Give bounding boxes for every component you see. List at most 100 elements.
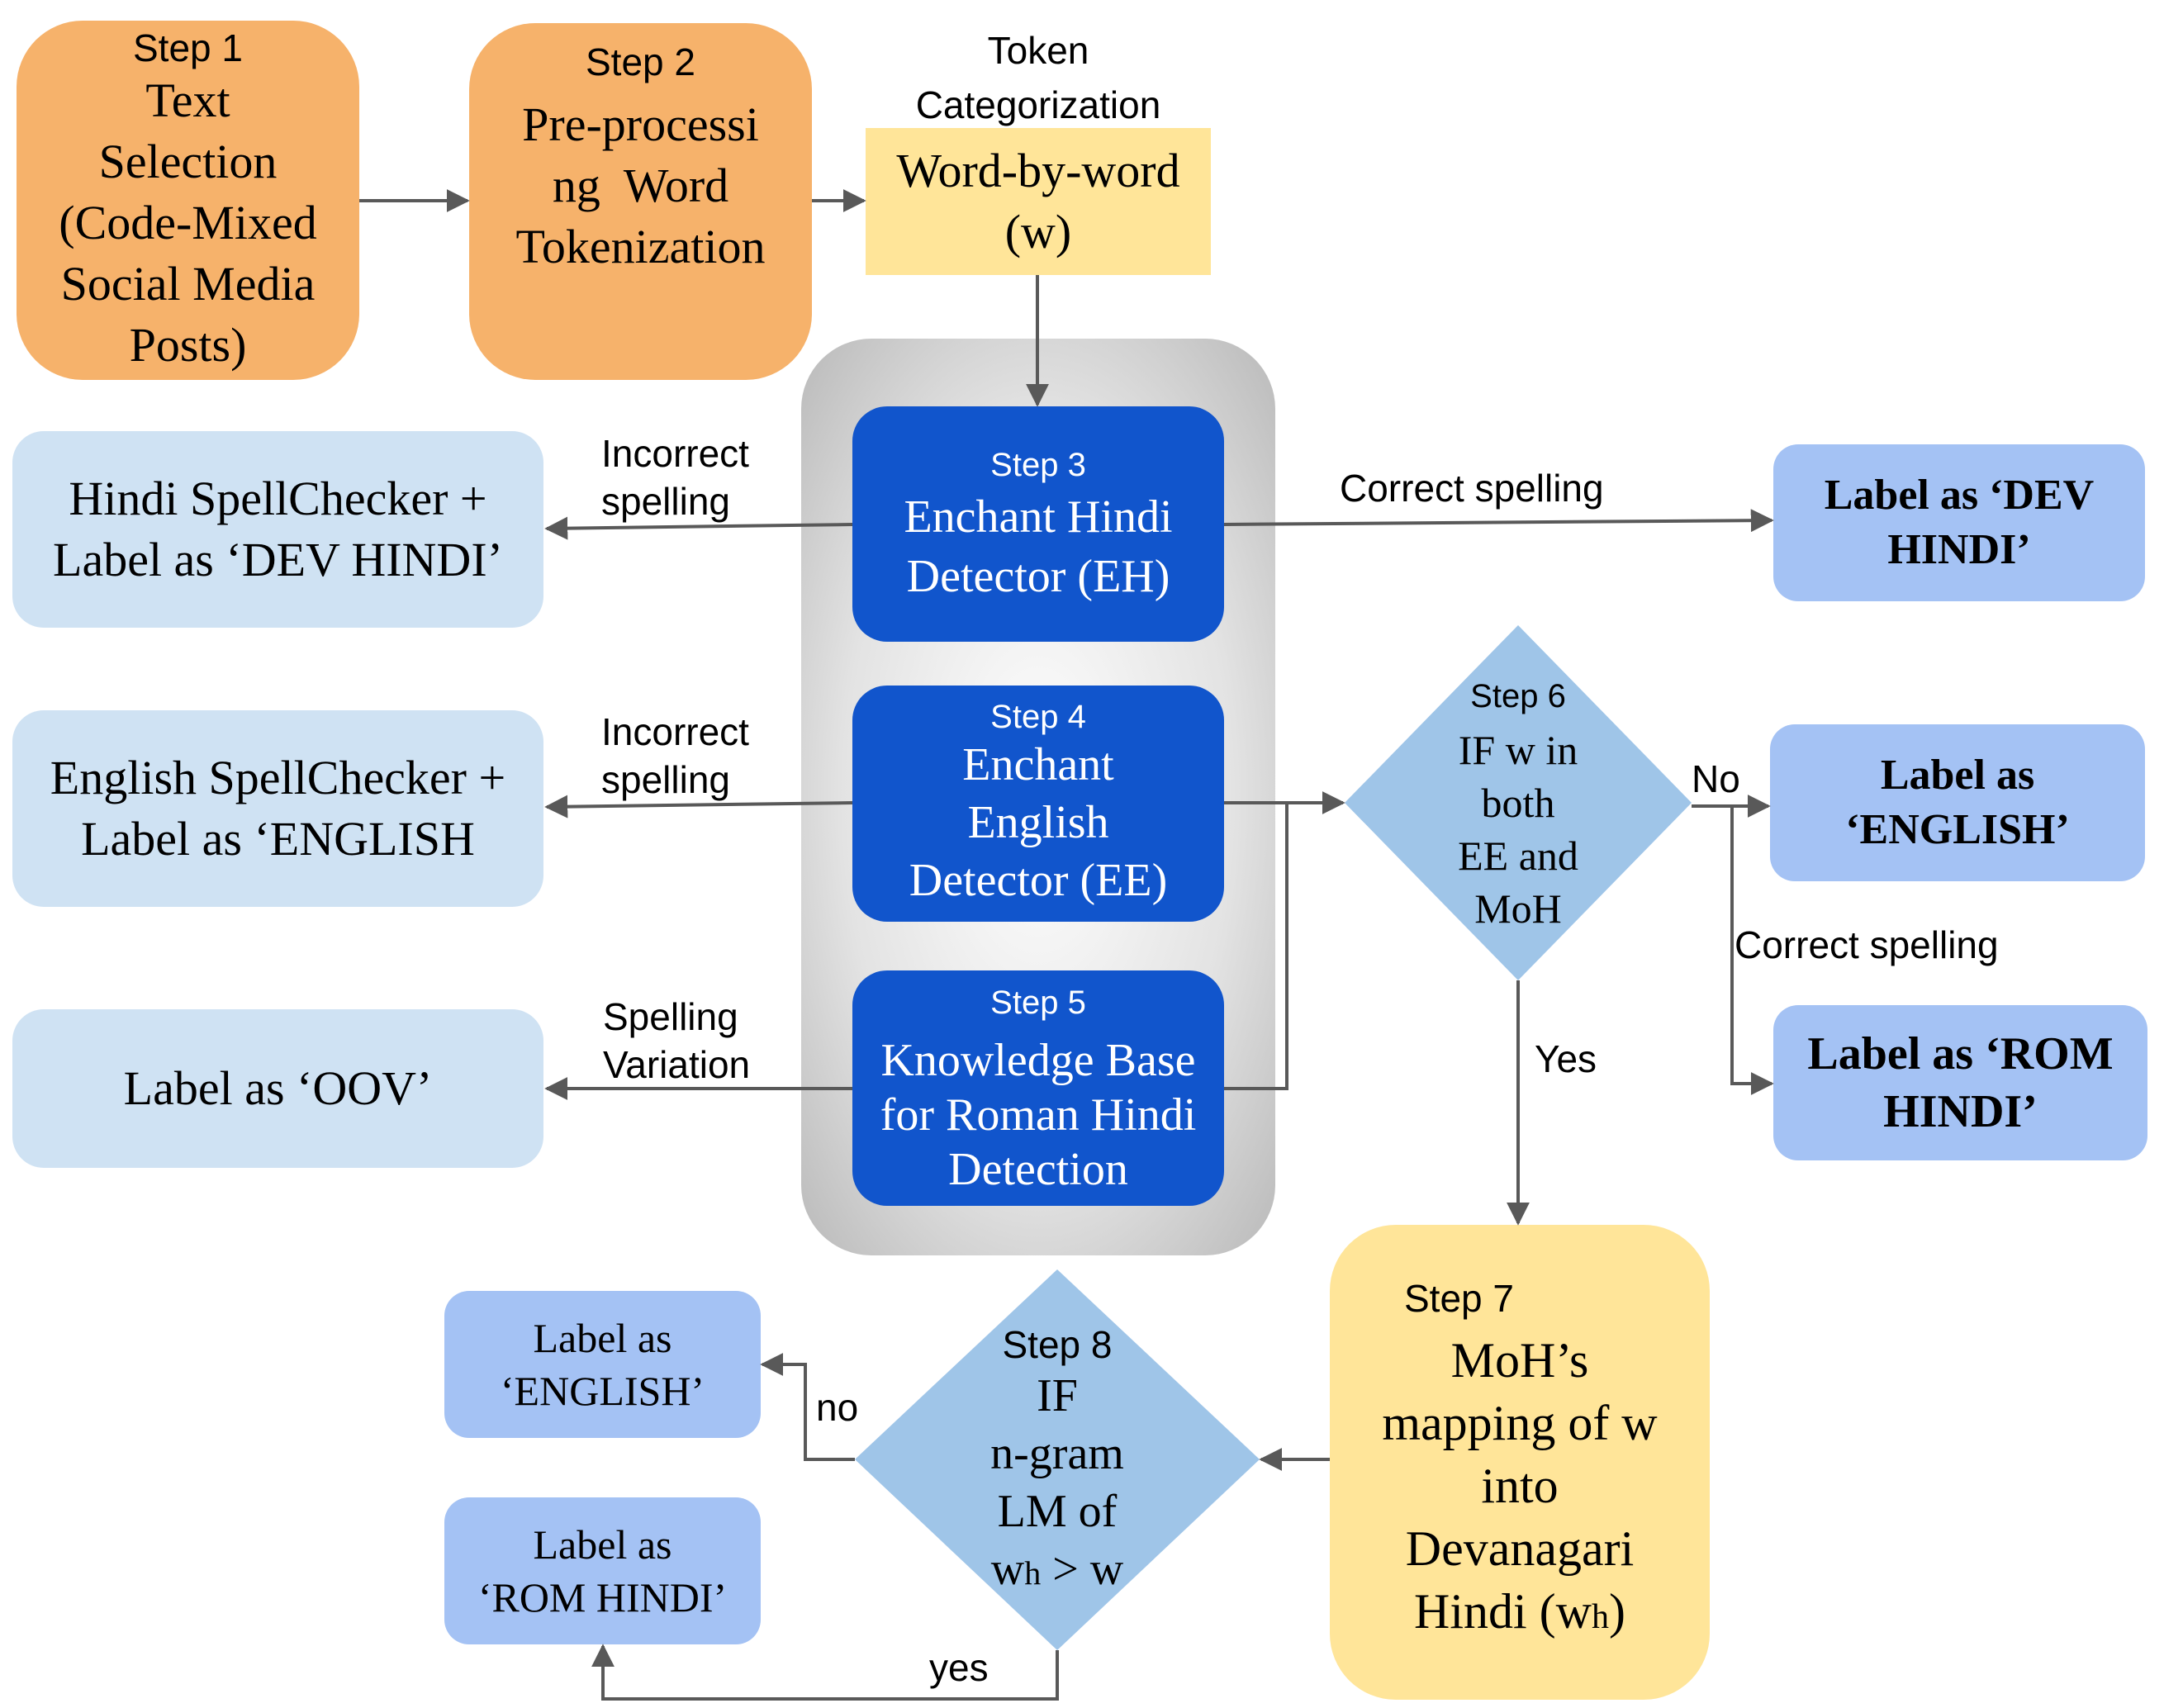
step8-last-suffix: > w <box>1041 1543 1124 1595</box>
step5-tag: Step 5 <box>990 984 1086 1021</box>
arrow-step8-to-bottom-english <box>760 1353 855 1461</box>
step7-subscript: h <box>1592 1598 1609 1636</box>
edge-label-yes-upper: Yes <box>1535 1037 1597 1080</box>
step5-knowledge-base: Step 5 Knowledge Base for Roman Hindi De… <box>852 970 1224 1206</box>
edge-label-line: spelling <box>601 480 730 523</box>
step7-line: Devanagari <box>1405 1521 1635 1576</box>
step7-tag: Step 7 <box>1404 1277 1514 1320</box>
step5-line: for Roman Hindi <box>880 1089 1197 1141</box>
step3-enchant-hindi-detector: Step 3 Enchant Hindi Detector (EH) <box>852 406 1224 642</box>
dev-hindi-line: HINDI’ <box>1887 526 2031 573</box>
step5-line: Knowledge Base <box>880 1034 1196 1086</box>
word-by-word-box: Word-by-word (w) <box>866 128 1211 275</box>
step7-last-suffix: ) <box>1609 1584 1625 1639</box>
step2-tag: Step 2 <box>586 40 695 83</box>
arrow-step8-to-bottom-rom <box>591 1644 1059 1701</box>
edge-label-spelling-variation: Spelling Variation <box>603 993 750 1089</box>
rom-hindi-label-box: Label as ‘ROM HINDI’ <box>1773 1005 2147 1160</box>
edge-label-yes-lower: yes <box>929 1646 989 1689</box>
step8-line: LM of <box>997 1485 1118 1537</box>
english-label-line: Label as <box>1880 752 2035 799</box>
dev-hindi-label-box: Label as ‘DEV HINDI’ <box>1773 444 2145 601</box>
step7-moh-mapping: Step 7 MoH’s mapping of w into Devanagar… <box>1330 1225 1710 1700</box>
step7-last-line: Hindi (wh) <box>1414 1580 1625 1649</box>
step8-subscript: h <box>1024 1554 1042 1592</box>
arrow-step3-to-hindi-spell <box>544 516 853 540</box>
step6-line: IF w in <box>1458 727 1578 773</box>
step1-line: Selection <box>98 134 278 188</box>
step6-line: both <box>1481 780 1555 826</box>
english-spell-line: Label as ‘ENGLISH <box>81 812 475 866</box>
english-spellchecker-box: English SpellChecker + Label as ‘ENGLISH <box>12 710 543 907</box>
step1-line: Text <box>145 73 230 127</box>
hindi-spellchecker-box: Hindi SpellChecker + Label as ‘DEV HINDI… <box>12 431 543 628</box>
bottom-rom-line: ‘ROM HINDI’ <box>477 1574 728 1620</box>
step8-last-line: wh > w <box>991 1540 1123 1602</box>
oov-line: Label as ‘OOV’ <box>123 1061 433 1115</box>
step4-tag: Step 4 <box>990 699 1086 735</box>
edge-label-correct-spelling-2: Correct spelling <box>1735 923 1999 966</box>
step6-line: MoH <box>1474 885 1562 932</box>
step6-text: Step 6 IF w in both EE and MoH <box>1394 673 1642 937</box>
bottom-english-label-box: Label as ‘ENGLISH’ <box>444 1291 761 1438</box>
dev-hindi-line: Label as ‘DEV <box>1824 472 2095 519</box>
connector-step5-to-step6 <box>1224 803 1288 1090</box>
english-label-box: Label as ‘ENGLISH’ <box>1770 724 2145 881</box>
step8-decision-diamond <box>855 1269 1260 1650</box>
step1-text-selection: Step 1 Text Selection (Code-Mixed Social… <box>17 21 359 380</box>
step3-line: Detector (EH) <box>906 550 1170 602</box>
token-caption-line: Token <box>987 29 1089 72</box>
step3-tag: Step 3 <box>990 446 1086 483</box>
step1-line: (Code-Mixed <box>59 195 317 249</box>
arrow-step4-to-english-spell <box>544 795 853 818</box>
step7-line: mapping of w <box>1382 1396 1658 1450</box>
step8-tag: Step 8 <box>1002 1322 1113 1366</box>
bottom-english-line: Label as <box>533 1315 672 1361</box>
rom-hindi-line: HINDI’ <box>1883 1086 2038 1137</box>
step7-line: into <box>1481 1459 1559 1513</box>
step2-line: ng Word <box>552 159 729 212</box>
step6-tag: Step 6 <box>1470 678 1566 714</box>
bottom-rom-line: Label as <box>533 1521 672 1568</box>
step7-line: MoH’s <box>1450 1333 1589 1388</box>
edge-label-line: Variation <box>603 1043 751 1086</box>
step4-line: Detector (EE) <box>909 855 1168 906</box>
step8-line: IF <box>1037 1369 1078 1421</box>
bottom-rom-hindi-label-box: Label as ‘ROM HINDI’ <box>444 1497 761 1644</box>
hindi-spell-line: Hindi SpellChecker + <box>69 472 487 525</box>
step2-line: Pre-processi <box>522 97 759 151</box>
step2-preprocessing: Step 2 Pre-processi ng Word Tokenization <box>469 23 812 380</box>
hindi-spell-line: Label as ‘DEV HINDI’ <box>53 533 503 586</box>
oov-label-box: Label as ‘OOV’ <box>12 1009 543 1168</box>
step4-line: English <box>967 797 1109 848</box>
step6-decision-diamond <box>1345 625 1692 980</box>
step8-last-prefix: w <box>990 1543 1025 1595</box>
token-caption-line: Categorization <box>915 83 1161 126</box>
edge-label-incorrect-spelling-2: Incorrect spelling <box>601 708 749 804</box>
english-label-line: ‘ENGLISH’ <box>1845 806 2070 853</box>
step4-enchant-english-detector: Step 4 Enchant English Detector (EE) <box>852 686 1224 922</box>
edge-label-line: Spelling <box>603 995 738 1038</box>
arrow-step6-to-rom-hindi <box>1730 806 1774 1095</box>
edge-label-no-lower: no <box>816 1386 859 1429</box>
step6-line: EE and <box>1458 833 1578 879</box>
edge-label-line: spelling <box>601 758 730 801</box>
step1-tag: Step 1 <box>133 26 243 69</box>
edge-label-line: Incorrect <box>601 432 749 475</box>
bottom-english-line: ‘ENGLISH’ <box>500 1368 705 1414</box>
edge-label-no-upper: No <box>1692 757 1740 800</box>
word-by-word-line: Word-by-word <box>896 144 1180 197</box>
step4-line: Enchant <box>962 739 1114 790</box>
step5-line: Detection <box>948 1143 1128 1195</box>
step8-text: Step 8 IF n-gram LM of wh > w <box>925 1313 1189 1611</box>
arrow-step3-to-dev-hindi <box>1223 509 1774 533</box>
step1-line: Posts) <box>129 317 247 372</box>
edge-label-incorrect-spelling-1: Incorrect spelling <box>601 429 749 525</box>
edge-label-correct-spelling-1: Correct spelling <box>1340 467 1604 510</box>
token-categorization-caption: Token Categorization <box>866 23 1211 132</box>
rom-hindi-line: Label as ‘ROM <box>1807 1028 2114 1079</box>
step7-last-prefix: Hindi (w <box>1414 1584 1592 1639</box>
step1-line: Social Media <box>60 256 316 311</box>
